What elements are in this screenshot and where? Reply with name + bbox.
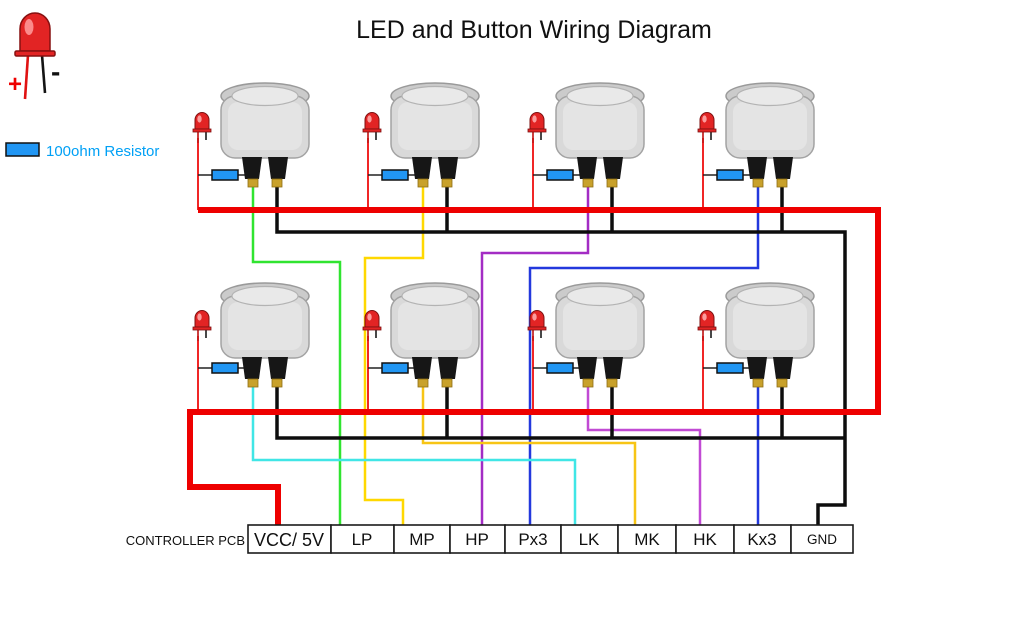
pcb-terminal-lk xyxy=(560,524,619,554)
resistor-top-3 xyxy=(546,169,574,181)
led-top-1 xyxy=(192,111,212,144)
legend-resistor-swatch xyxy=(5,142,40,157)
pcb-terminal-label-mk: MK xyxy=(634,530,660,549)
pcb-terminal-vcc xyxy=(247,524,332,554)
wire-lk xyxy=(251,384,577,525)
controller-pcb: CONTROLLER PCB VCC/ 5V LP MP HP Px3 LK M… xyxy=(126,524,854,554)
resistor-bottom-3 xyxy=(546,362,574,374)
resistor-top-4 xyxy=(716,169,744,181)
pcb-terminal-label-lk: LK xyxy=(579,530,600,549)
wire-vcc-bus xyxy=(187,207,881,525)
resistor-top-1 xyxy=(211,169,239,181)
pcb-terminal-hp xyxy=(449,524,506,554)
wire-led-supply xyxy=(197,138,704,412)
pcb-terminal-label-px3: Px3 xyxy=(518,530,547,549)
resistor-top-2 xyxy=(381,169,409,181)
pcb-terminal-hk xyxy=(675,524,735,554)
legend-led-body-group xyxy=(14,12,56,57)
led-bottom-1 xyxy=(192,309,212,342)
pcb-terminal-px3 xyxy=(504,524,562,554)
pcb-terminal-label-gnd: GND xyxy=(807,532,837,547)
resistor-bottom-2 xyxy=(381,362,409,374)
diagram-title: LED and Button Wiring Diagram xyxy=(356,16,712,44)
pcb-terminal-label-vcc: VCC/ 5V xyxy=(254,530,324,550)
wire-lp xyxy=(251,184,342,525)
legend-plus-label: + xyxy=(8,71,22,98)
wire-hk xyxy=(586,384,702,525)
wire-px3 xyxy=(528,184,760,525)
pcb-label: CONTROLLER PCB xyxy=(126,533,245,548)
pcb-terminal-label-mp: MP xyxy=(409,530,435,549)
resistor-bottom-4 xyxy=(716,362,744,374)
legend-resistor-label: 100ohm Resistor xyxy=(46,143,159,160)
pcb-terminal-gnd xyxy=(790,524,854,554)
wire-mp xyxy=(363,184,425,525)
wire-resistor-stubs xyxy=(198,174,755,369)
wire-hp xyxy=(480,184,590,525)
legend-resistor: 100ohm Resistor xyxy=(5,142,159,160)
legend-led-cathode-leg xyxy=(40,54,47,94)
led-top-3 xyxy=(527,111,547,144)
led-bottom-4 xyxy=(697,309,717,342)
resistor-bottom-1 xyxy=(211,362,239,374)
legend-minus-label: - xyxy=(51,56,60,87)
legend-led-highlight xyxy=(24,19,34,35)
pcb-terminal-label-hk: HK xyxy=(693,530,717,549)
pcb-terminal-mp xyxy=(393,524,451,554)
legend-led-body xyxy=(19,12,51,52)
led-top-2 xyxy=(362,111,382,144)
signal-wires xyxy=(251,184,760,525)
legend-led-flange xyxy=(14,50,56,57)
led-top-4 xyxy=(697,111,717,144)
pcb-terminal-label-hp: HP xyxy=(465,530,489,549)
pcb-terminal-label-kx3: Kx3 xyxy=(747,530,776,549)
legend-led: + - xyxy=(8,12,60,100)
legend-led-anode-leg xyxy=(23,54,30,100)
pcb-terminal-label-lp: LP xyxy=(352,530,373,549)
